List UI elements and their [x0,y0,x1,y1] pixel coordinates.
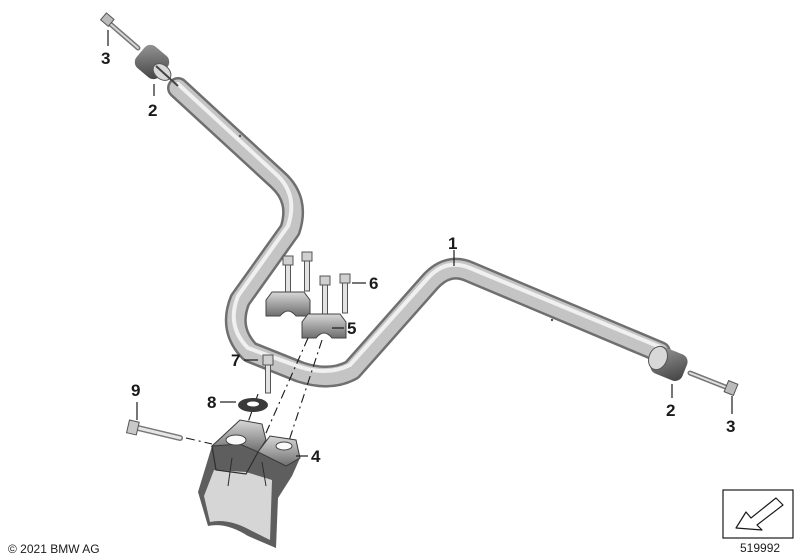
clamp-bolt [339,273,351,314]
bar-end-weight-right [648,345,688,381]
bar-end-bolt-left [99,12,141,51]
clamp-caps [265,291,347,339]
washer [238,398,268,412]
handlebar [167,77,671,388]
bar-end-bolt-right [687,370,739,397]
image-number: 519992 [740,541,780,555]
clamp-bolt [319,275,331,316]
riser-bolt [262,354,274,394]
clamp-bolt [301,251,313,292]
callouts: 1 2 3 2 3 4 5 6 7 8 9 [101,49,735,466]
bar-end-weight-left [134,44,179,87]
callout-1: 1 [448,234,457,253]
callout-7: 7 [231,351,240,370]
callout-2-left: 2 [148,101,157,120]
clamp-bolt [282,255,294,296]
clamp-cap [265,291,311,317]
callout-4: 4 [311,447,321,466]
copyright-notice: © 2021 BMW AG [8,542,100,556]
leader-lines [107,30,733,457]
through-bolt [125,419,183,441]
callout-5: 5 [347,319,356,338]
callout-2-right: 2 [666,401,675,420]
callout-3-right: 3 [726,417,735,436]
diagram-symbol [722,489,794,539]
handlebar-riser [198,419,301,548]
callout-6: 6 [369,274,378,293]
callout-3-left: 3 [101,49,110,68]
clamp-cap [301,313,347,339]
callout-8: 8 [207,393,216,412]
arrow-icon [735,497,784,531]
callout-9: 9 [131,381,140,400]
